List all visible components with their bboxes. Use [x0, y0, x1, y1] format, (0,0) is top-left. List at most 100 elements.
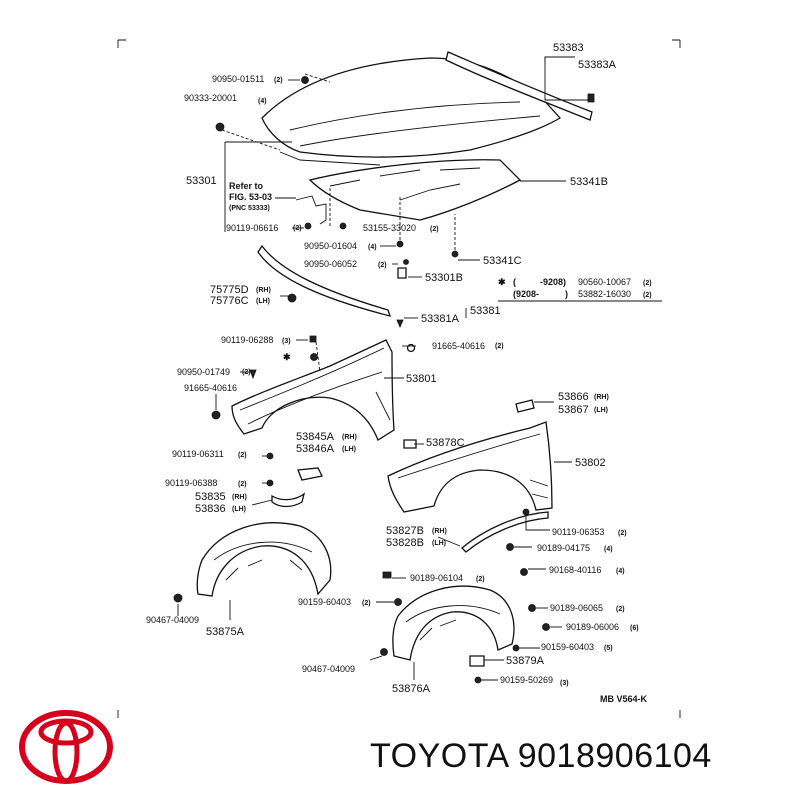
part-label: 90950-06052: [304, 259, 357, 269]
part-label: 53301: [186, 175, 217, 187]
part-label: 53801: [406, 373, 437, 385]
note-text: ): [565, 289, 568, 299]
clip-icon: [451, 250, 459, 258]
part-label: 90950-01511: [212, 74, 264, 84]
part-label: 53381: [470, 305, 501, 317]
clip-53878c: [403, 439, 417, 449]
leader-line: [251, 499, 273, 506]
part-label: 53846A: [296, 443, 335, 455]
part-label: 90950-01604: [304, 241, 357, 251]
quantity-label: (3): [560, 680, 569, 687]
part-label: 75776C: [210, 295, 249, 307]
clip-icon: [339, 222, 347, 230]
side-label: (LH): [594, 407, 608, 414]
part-label: 90119-06288: [221, 335, 273, 345]
quantity-label: (2): [293, 225, 302, 232]
clip-icon: [542, 623, 550, 631]
leader-line: [525, 516, 550, 531]
quantity-label: (4): [368, 244, 377, 251]
part-label: 53301B: [425, 272, 463, 284]
quantity-label: (6): [630, 625, 639, 632]
diagram-code: MB V564-K: [600, 694, 648, 704]
stay-icon: [397, 267, 407, 279]
brand-name: TOYOTA: [370, 737, 508, 775]
part-label: 90168-40116: [549, 565, 601, 575]
part-label: 53835: [195, 491, 226, 503]
quantity-label: (2): [378, 262, 387, 269]
refer-to-note: FIG. 53-03: [229, 192, 272, 202]
hood-hinge: [295, 195, 327, 225]
leader-line: [544, 56, 575, 62]
leader-line: [304, 73, 331, 84]
crop-mark: [117, 39, 126, 48]
star-washer-icon: [310, 353, 318, 361]
part-label: 90119-06311: [172, 449, 224, 459]
part-label: 90119-06353: [552, 527, 604, 537]
quantity-label: (2): [274, 77, 283, 84]
part-label: 53827B: [386, 525, 424, 537]
part-label: 90159-60403: [541, 642, 594, 652]
quantity-label: (2): [242, 369, 251, 376]
note-text: (9208-: [513, 289, 539, 299]
part-label: 90950-01749: [177, 367, 230, 377]
clip-icon: [396, 240, 404, 248]
note-asterisk: ✱: [498, 277, 506, 287]
fender-liner-53875a: [196, 522, 332, 597]
note-part: 53882-16030: [578, 289, 631, 299]
quantity-label: (2): [238, 452, 247, 459]
side-label: (RH): [432, 528, 447, 535]
part-label: 90189-06065: [550, 603, 603, 613]
clip-icon: [587, 93, 595, 103]
fender-liner-53876a: [392, 585, 515, 661]
cover-53866: [515, 399, 535, 413]
part-label: 53383: [553, 42, 584, 54]
clip-icon: [528, 604, 536, 612]
quantity-label: (4): [616, 568, 625, 575]
fender-bracket-53845a: [297, 467, 323, 481]
leader-line: [437, 536, 461, 547]
part-label: 53383A: [578, 59, 617, 71]
part-label: 53878C: [426, 437, 465, 449]
fender-bracket-53835: [271, 492, 306, 508]
part-label: 90189-04175: [537, 543, 590, 553]
quantity-label: (2): [430, 226, 439, 233]
hood-insulator: [308, 159, 522, 221]
quantity-label: (2): [476, 576, 485, 583]
note-qty: (2): [643, 292, 652, 299]
part-label: 53155-33020: [363, 223, 416, 233]
front-fender-53802: [387, 421, 553, 513]
part-label: 53381A: [421, 313, 460, 325]
clip-icon: [249, 369, 257, 380]
part-label: 53866: [558, 391, 589, 403]
hood-panel: [261, 57, 562, 166]
part-label: 91665-40616: [184, 383, 237, 393]
clip-icon: [173, 593, 183, 603]
side-label: (RH): [342, 434, 357, 441]
part-label: 53802: [575, 457, 606, 469]
clip-icon: [287, 293, 297, 303]
quantity-label: (3): [282, 338, 291, 345]
part-label: 53876A: [392, 683, 431, 695]
screw-icon: [474, 676, 482, 684]
clip-icon: [403, 259, 409, 265]
quantity-label: (2): [616, 606, 625, 613]
part-label: 75775D: [210, 284, 249, 296]
quantity-label: (2): [618, 530, 627, 537]
bolt-icon: [304, 222, 312, 230]
part-label: 90189-06006: [566, 622, 619, 632]
part-label: 53341B: [570, 176, 608, 188]
asterisk-marker: ✱: [283, 352, 291, 362]
clip-icon: [215, 122, 225, 132]
side-label: (LH): [432, 540, 446, 547]
screw-icon: [512, 644, 520, 652]
part-label: 53845A: [296, 431, 335, 443]
side-label: (RH): [594, 394, 609, 401]
quantity-label: (2): [238, 481, 247, 488]
hood-weatherstrip: [445, 51, 593, 121]
fender-bracket-53827b: [461, 511, 549, 553]
part-label: 90159-60403: [298, 597, 351, 607]
note-part: 90560-10067: [578, 277, 631, 287]
clip-icon: [380, 648, 388, 656]
part-label: 90467-04009: [146, 615, 199, 625]
part-number: 9018906104: [517, 737, 712, 775]
